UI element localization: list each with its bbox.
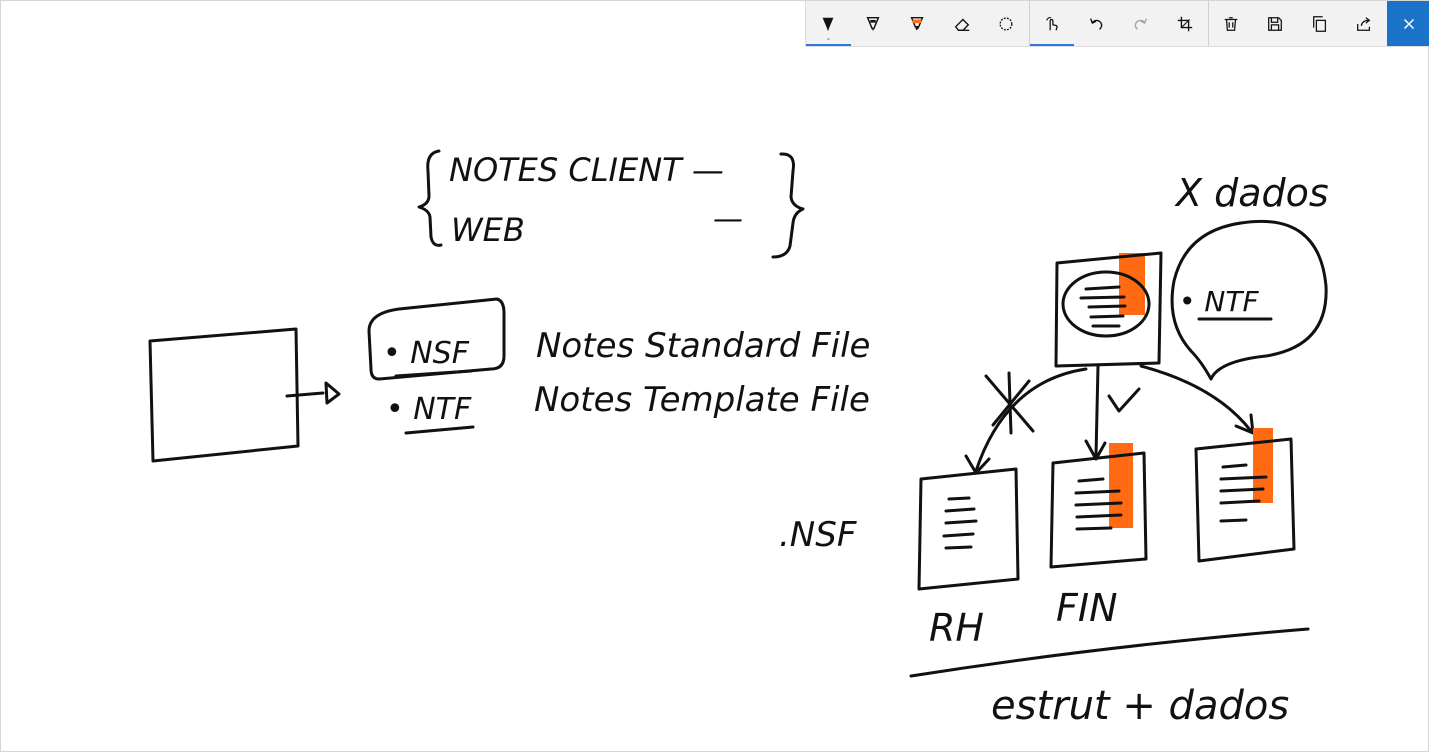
save-icon <box>1268 16 1283 31</box>
ntf-underline <box>404 425 475 435</box>
undo-icon <box>1090 17 1103 30</box>
touch-writing-icon <box>1045 16 1058 30</box>
third-document <box>1194 437 1296 563</box>
toolbar-separator <box>1028 1 1030 46</box>
eraser-button[interactable] <box>940 1 985 46</box>
delete-button[interactable] <box>1209 1 1254 46</box>
top-doc-lines <box>1079 285 1127 328</box>
copy-button[interactable] <box>1298 1 1343 46</box>
eraser-icon <box>954 18 970 31</box>
top-document <box>1054 251 1163 368</box>
rh-label: RH <box>929 606 984 650</box>
ink-toolbar: ⌄ <box>805 1 1429 47</box>
crop-icon <box>1178 16 1193 31</box>
close-icon <box>1403 18 1415 29</box>
highlighter-button[interactable] <box>895 1 940 46</box>
share-icon <box>1357 16 1371 31</box>
redo-icon <box>1134 17 1147 30</box>
file-tools-group <box>1209 1 1387 46</box>
arrowhead <box>324 381 341 405</box>
delete-icon <box>1224 16 1238 31</box>
lasso-icon <box>999 16 1013 31</box>
copy-icon <box>1312 15 1326 32</box>
ntf-circle-text: • NTF <box>1179 285 1259 318</box>
edit-tools-group <box>1029 1 1208 46</box>
pencil-icon <box>866 16 880 31</box>
bracket-text-line2: WEB <box>451 211 525 249</box>
rh-doc-lines <box>942 496 978 550</box>
nsf-label-text: .NSF <box>779 515 857 555</box>
top-doc-circle <box>1061 270 1151 338</box>
arrow-to-extensions <box>285 391 325 398</box>
arrow-to-fin <box>1094 364 1100 458</box>
highlighter-icon <box>910 16 924 30</box>
pen-tools-group: ⌄ <box>806 1 1029 46</box>
estrut-dados-text: estrut + dados <box>991 683 1289 729</box>
pencil-button[interactable] <box>851 1 896 46</box>
nsf-ext-text: • NSF <box>383 336 470 371</box>
nsf-underline <box>394 369 473 378</box>
nsf-box <box>367 297 506 381</box>
ntf-circle <box>1170 219 1328 381</box>
source-box <box>148 327 300 463</box>
web-dash: — <box>713 202 743 237</box>
fin-label: FIN <box>1056 586 1118 630</box>
crop-button[interactable] <box>1163 1 1208 46</box>
close-button[interactable] <box>1387 1 1429 46</box>
ntf-ext-text: • NTF <box>386 392 472 427</box>
rh-document <box>917 467 1020 591</box>
undo-button[interactable] <box>1074 1 1119 46</box>
touch-writing-button[interactable] <box>1029 1 1075 46</box>
bracket-text-line1: NOTES CLIENT — <box>449 151 724 189</box>
third-doc-lines <box>1219 463 1268 523</box>
arrow-to-third <box>1139 364 1253 433</box>
chevron-down-icon: ⌄ <box>825 34 832 42</box>
baseline-line <box>909 627 1310 678</box>
redo-button[interactable] <box>1119 1 1164 46</box>
left-curly-brace <box>417 149 443 247</box>
ballpoint-pen-button[interactable]: ⌄ <box>806 1 851 46</box>
right-curly-brace <box>771 152 805 259</box>
fin-document <box>1049 451 1148 569</box>
toolbar-separator <box>1207 1 1209 46</box>
highlight-third <box>1253 428 1273 503</box>
arrow-to-rh <box>974 367 1088 473</box>
ballpoint-pen-icon <box>822 17 834 31</box>
fin-doc-lines <box>1074 477 1123 531</box>
ntf-desc-text: Notes Template File <box>534 380 870 420</box>
check-mark <box>1107 387 1141 413</box>
lasso-select-button[interactable] <box>984 1 1029 46</box>
x-dados-text: X dados <box>1174 171 1329 215</box>
save-button[interactable] <box>1253 1 1298 46</box>
cross-mark <box>984 371 1035 435</box>
nsf-desc-text: Notes Standard File <box>536 326 870 366</box>
share-button[interactable] <box>1342 1 1387 46</box>
